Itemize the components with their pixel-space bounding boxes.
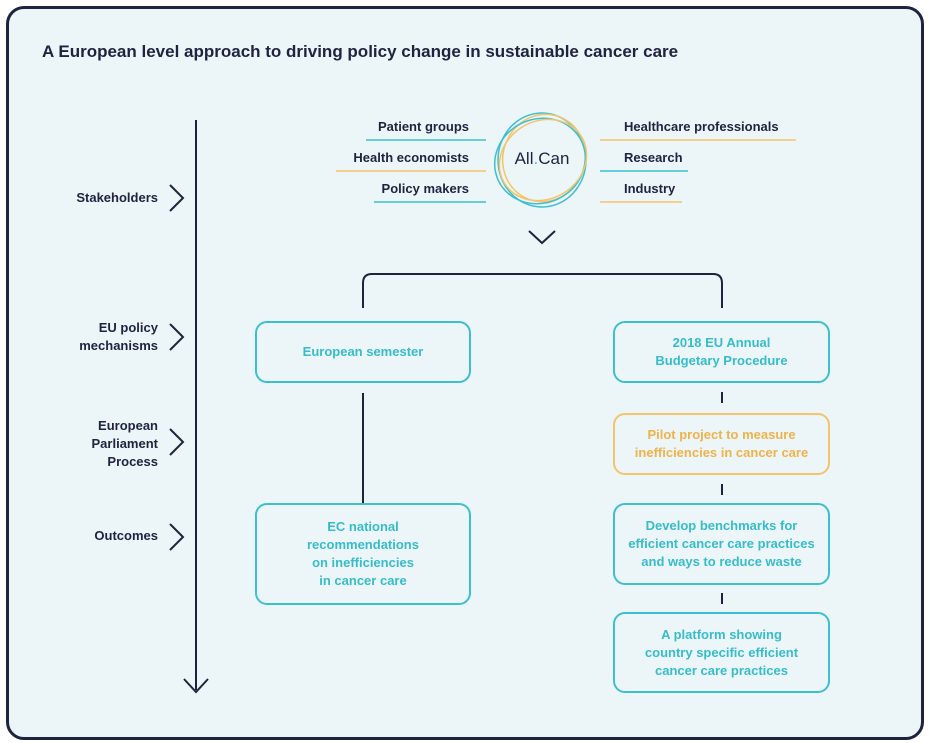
logo-part2: Can	[538, 149, 570, 168]
box-benchmarks: Develop benchmarks for efficient cancer …	[613, 503, 830, 585]
chevron-stakeholders	[169, 184, 185, 212]
stage-label: Parliament	[91, 436, 158, 451]
stage-eu-policy-mechanisms: EU policy mechanisms	[79, 319, 158, 355]
stage-european-parliament-process: European Parliament Process	[92, 417, 158, 471]
box-line: EC national	[327, 519, 399, 534]
stage-label: EU policy	[98, 320, 158, 335]
box-line: Pilot project to measure	[647, 427, 796, 442]
stakeholder-policy-makers: Policy makers	[381, 181, 469, 196]
logo-circles	[493, 112, 588, 208]
box-line: efficient cancer care practices	[628, 536, 815, 551]
box-line: recommendations	[307, 537, 419, 552]
box-platform: A platform showing country specific effi…	[613, 612, 830, 693]
box-line: cancer care practices	[655, 662, 788, 678]
stakeholder-health-economists: Health economists	[353, 150, 469, 165]
stage-label: mechanisms	[79, 338, 158, 353]
timeline-arrowhead	[183, 678, 209, 694]
box-line: Develop benchmarks for	[645, 518, 798, 533]
logo-dot: .	[533, 149, 539, 168]
box-line: and ways to reduce waste	[641, 554, 802, 569]
box-pilot-project: Pilot project to measure inefficiencies …	[613, 413, 830, 475]
box-line: 2018 EU Annual	[672, 335, 771, 350]
stage-stakeholders: Stakeholders	[76, 189, 158, 207]
box-ec-recommendations: EC national recommendations on inefficie…	[255, 503, 471, 605]
box-line: inefficiencies in cancer care	[634, 445, 809, 460]
stage-label: Outcomes	[94, 528, 158, 543]
stakeholder-patient-groups: Patient groups	[377, 119, 469, 134]
stage-label: European	[98, 418, 158, 433]
chevron-policy	[169, 323, 185, 351]
chevron-parliament	[169, 428, 185, 456]
box-european-semester: European semester	[255, 321, 471, 383]
box-line: Budgetary Procedure	[655, 353, 788, 368]
stakeholder-healthcare-professionals: Healthcare professionals	[624, 119, 779, 134]
stakeholder-industry: Industry	[624, 181, 676, 196]
allcan-logo: All.Can	[496, 134, 588, 184]
chevron-down-logo	[528, 230, 556, 245]
stage-label: Process	[107, 454, 158, 469]
box-line: on inefficiencies	[312, 555, 414, 570]
diagram-title: A European level approach to driving pol…	[42, 42, 679, 61]
logo-part1: All	[514, 149, 534, 168]
box-line: in cancer care	[319, 573, 407, 588]
box-line: A platform showing	[661, 626, 782, 642]
stakeholder-research: Research	[624, 150, 683, 165]
box-line: country specific efficient	[644, 644, 799, 660]
box-line: European semester	[302, 344, 424, 359]
box-budgetary-procedure: 2018 EU Annual Budgetary Procedure	[613, 321, 830, 383]
stage-outcomes: Outcomes	[94, 527, 158, 545]
stage-label: Stakeholders	[76, 190, 158, 205]
branch-connector	[362, 273, 723, 308]
chevron-outcomes	[169, 523, 185, 551]
